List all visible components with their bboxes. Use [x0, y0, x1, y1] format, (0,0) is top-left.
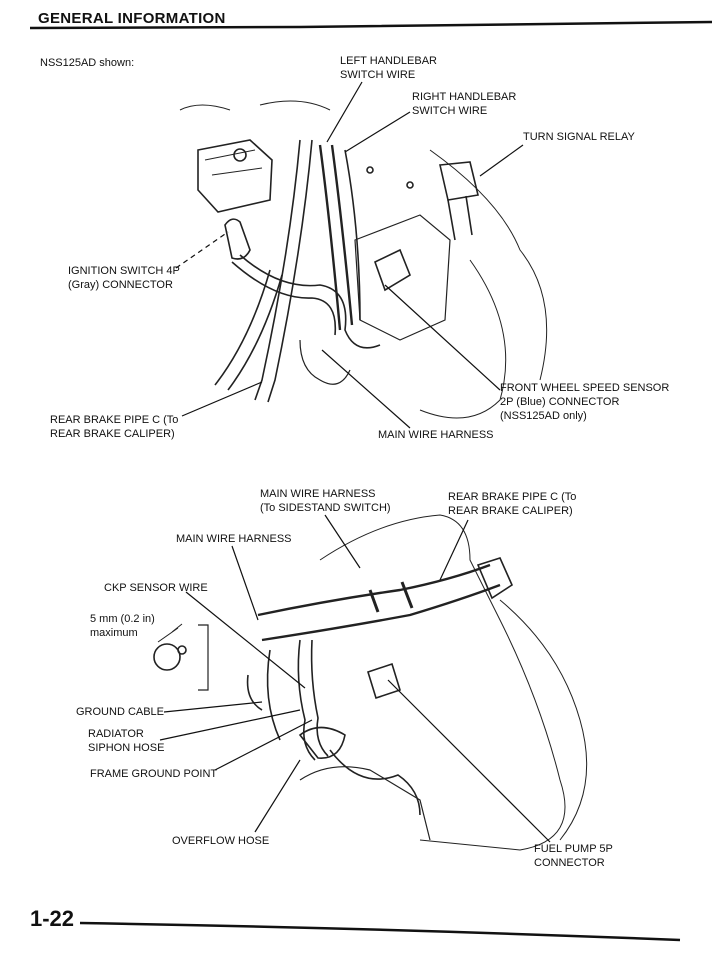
- page-header-title: GENERAL INFORMATION: [38, 10, 226, 27]
- bottom-leader-lines: [159, 514, 551, 843]
- label-right-handlebar-switch-wire: RIGHT HANDLEBAR SWITCH WIRE: [412, 91, 517, 117]
- label-overflow-hose: OVERFLOW HOSE: [172, 835, 270, 847]
- model-note: NSS125AD shown:: [40, 57, 135, 69]
- header-rule: [29, 20, 713, 30]
- top-wiring-illustration: [179, 100, 548, 419]
- label-frame-ground-point: FRAME GROUND POINT: [90, 768, 218, 780]
- label-radiator-siphon-hose: RADIATOR SIPHON HOSE: [88, 728, 165, 754]
- label-rear-brake-pipe-bottom: REAR BRAKE PIPE C (To REAR BRAKE CALIPER…: [448, 491, 577, 517]
- label-main-wire-harness-bottom: MAIN WIRE HARNESS: [176, 533, 292, 545]
- bottom-wiring-illustration: [153, 514, 588, 851]
- label-ckp-sensor-wire: CKP SENSOR WIRE: [104, 582, 208, 594]
- label-turn-signal-relay: TURN SIGNAL RELAY: [523, 131, 635, 143]
- top-leader-lines: [175, 81, 524, 429]
- label-ignition-switch-connector: IGNITION SWITCH 4P (Gray) CONNECTOR: [68, 265, 180, 291]
- label-rear-brake-pipe-top: REAR BRAKE PIPE C (To REAR BRAKE CALIPER…: [50, 414, 179, 440]
- footer-rule: [79, 921, 681, 942]
- label-front-wheel-speed-sensor: FRONT WHEEL SPEED SENSOR 2P (Blue) CONNE…: [500, 382, 670, 422]
- label-left-handlebar-switch-wire: LEFT HANDLEBAR SWITCH WIRE: [340, 55, 437, 81]
- page-number: 1-22: [30, 906, 75, 931]
- label-fuel-pump-connector: FUEL PUMP 5P CONNECTOR: [534, 843, 613, 869]
- label-main-wire-harness-top: MAIN WIRE HARNESS: [378, 429, 494, 441]
- label-main-harness-sidestand: MAIN WIRE HARNESS (To SIDESTAND SWITCH): [260, 488, 391, 514]
- label-ground-cable: GROUND CABLE: [76, 706, 165, 718]
- label-dimension-5mm: 5 mm (0.2 in) maximum: [90, 613, 155, 639]
